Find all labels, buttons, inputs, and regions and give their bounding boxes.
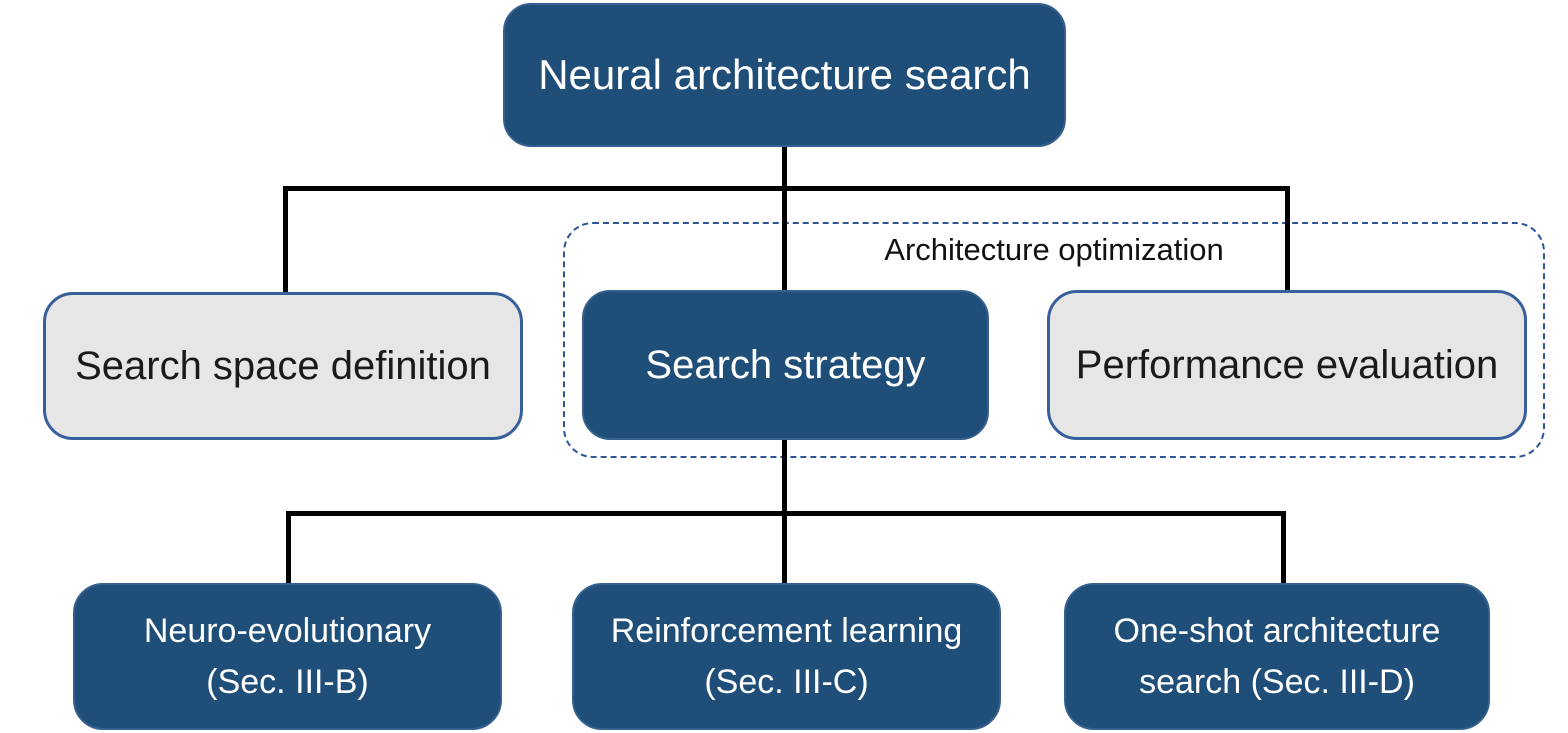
node-one-shot-line1: One-shot architecture bbox=[1113, 611, 1441, 650]
node-reinforcement-learning-line1: Reinforcement learning bbox=[610, 611, 963, 650]
connector-drop-neuro-evolutionary bbox=[286, 511, 291, 585]
connector-drop-performance bbox=[1285, 186, 1290, 292]
node-one-shot-line2: search (Sec. III-D) bbox=[1139, 662, 1415, 701]
node-search-strategy: Search strategy bbox=[582, 290, 989, 440]
architecture-optimization-group-outline bbox=[563, 222, 1545, 458]
node-neuro-evolutionary: Neuro-evolutionary (Sec. III-B) bbox=[73, 583, 502, 730]
connector-drop-one-shot bbox=[1281, 511, 1286, 585]
node-neural-architecture-search: Neural architecture search bbox=[503, 3, 1066, 147]
node-reinforcement-learning: Reinforcement learning (Sec. III-C) bbox=[572, 583, 1001, 730]
architecture-optimization-group-label: Architecture optimization bbox=[884, 232, 1224, 267]
connector-level2-horizontal bbox=[283, 186, 1290, 191]
node-search-space-definition: Search space definition bbox=[43, 292, 523, 440]
node-reinforcement-learning-line2: (Sec. III-C) bbox=[704, 662, 869, 701]
connector-strategy-trunk bbox=[782, 440, 787, 516]
node-one-shot-architecture-search: One-shot architecture search (Sec. III-D… bbox=[1064, 583, 1490, 730]
connector-drop-reinforcement bbox=[782, 511, 787, 585]
node-neuro-evolutionary-line2: (Sec. III-B) bbox=[206, 662, 369, 701]
node-neuro-evolutionary-line1: Neuro-evolutionary bbox=[143, 611, 432, 650]
node-performance-evaluation: Performance evaluation bbox=[1047, 290, 1527, 440]
connector-root-trunk bbox=[782, 147, 787, 292]
connector-drop-search-space bbox=[283, 186, 288, 294]
